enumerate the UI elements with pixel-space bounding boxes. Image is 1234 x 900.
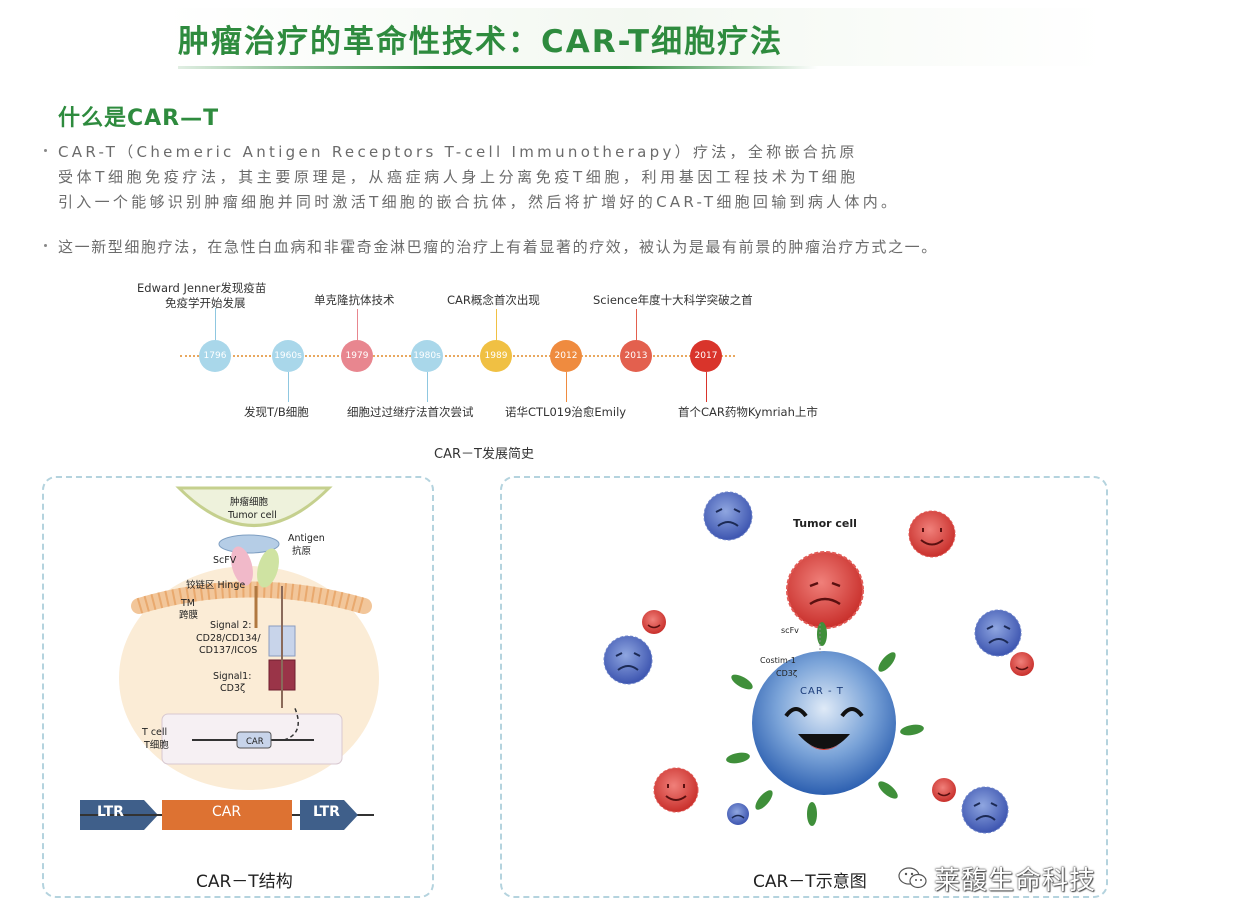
wechat-icon bbox=[898, 867, 927, 889]
tumor-cell-happy-red bbox=[908, 510, 956, 558]
timeline-node-1979: 1979 bbox=[341, 340, 373, 372]
timeline-stem bbox=[288, 372, 289, 402]
construct-ltr-right: LTR bbox=[313, 804, 340, 820]
label-antigen-cn: 抗原 bbox=[292, 546, 312, 557]
timeline-event-label: CAR概念首次出现 bbox=[447, 293, 540, 307]
timeline-node-1980s: 1980s bbox=[411, 340, 443, 372]
timeline-stem bbox=[427, 372, 428, 402]
target-tumor-cell bbox=[786, 551, 864, 629]
car-gene-box bbox=[236, 731, 272, 749]
timeline-stem bbox=[357, 309, 358, 341]
timeline-node-1796: 1796 bbox=[199, 340, 231, 372]
label-costim: Costim-1 bbox=[760, 656, 796, 665]
timeline-stem bbox=[496, 309, 497, 341]
intro-line-2: 受体T细胞免疫疗法，其主要原理是，从癌症病人身上分离免疫T细胞，利用基因工程技术… bbox=[58, 168, 859, 186]
bullet-dot bbox=[44, 244, 47, 247]
watermark-text: 莱馥生命科技 bbox=[934, 866, 1097, 896]
timeline-event-label: Science年度十大科学突破之首 bbox=[593, 293, 753, 307]
intro-line-1: CAR-T（Chemeric Antigen Receptors T-cell … bbox=[58, 143, 858, 161]
tumor-cell-sad-blue bbox=[974, 609, 1022, 657]
bullet-dot bbox=[44, 149, 47, 152]
label-tumor-en: Tumor cell bbox=[228, 510, 277, 521]
ltr-right-shape bbox=[300, 800, 358, 830]
timeline-event-label: 诺华CTL019治愈Emily bbox=[505, 405, 627, 419]
label-scfv-schematic: scFv bbox=[781, 626, 799, 635]
timeline-event-label: 单克隆抗体技术 bbox=[314, 293, 395, 307]
timeline-node-1989: 1989 bbox=[480, 340, 512, 372]
title-underline bbox=[178, 66, 818, 69]
label-tcell-en: T cell bbox=[142, 727, 168, 738]
car-t-cell bbox=[752, 651, 896, 795]
label-signal2-line1: Signal 2: bbox=[210, 620, 252, 631]
label-tumor-cell: Tumor cell bbox=[793, 517, 857, 530]
car-receptors bbox=[726, 622, 924, 826]
label-cd3: CD3ζ bbox=[776, 669, 798, 678]
label-signal2-line3: CD137/ICOS bbox=[199, 645, 258, 656]
car-t-schematic-panel bbox=[500, 476, 1108, 898]
label-tumor-cn: 肿瘤细胞 bbox=[230, 497, 269, 508]
timeline-node-2012: 2012 bbox=[550, 340, 582, 372]
tumor-cell-sad-blue bbox=[703, 491, 753, 541]
timeline-caption: CAR－T发展简史 bbox=[434, 447, 534, 462]
schematic-caption: CAR－T示意图 bbox=[753, 872, 867, 892]
car-t-structure-panel bbox=[42, 476, 434, 898]
scfv-light bbox=[231, 546, 253, 586]
construct-car: CAR bbox=[212, 804, 242, 820]
label-signal1-line2: CD3ζ bbox=[220, 683, 246, 694]
timeline-node-2017: 2017 bbox=[690, 340, 722, 372]
timeline-stem bbox=[706, 372, 707, 402]
section-heading: 什么是CAR—T bbox=[58, 106, 220, 131]
membrane-beads bbox=[136, 581, 367, 614]
timeline-stem bbox=[566, 372, 567, 402]
tumor-cell-happy-red-small bbox=[932, 778, 956, 802]
tumor-cell-sad-blue bbox=[961, 786, 1009, 834]
timeline-event-label: Edward Jenner发现疫苗 bbox=[137, 281, 267, 295]
timeline-stem bbox=[215, 308, 216, 341]
expression-arrow bbox=[283, 705, 299, 741]
timeline-event-label: 首个CAR药物Kymriah上市 bbox=[678, 405, 818, 419]
label-car-t-cell: CAR - T bbox=[800, 686, 844, 697]
label-tm-en: TM bbox=[181, 598, 195, 609]
label-antigen-en: Antigen bbox=[288, 533, 325, 544]
timeline-event-label: 发现T/B细胞 bbox=[244, 405, 309, 419]
intro-line-3: 引入一个能够识别肿瘤细胞并同时激活T细胞的嵌合抗体，然后将扩增好的CAR-T细胞… bbox=[58, 193, 900, 211]
timeline-axis bbox=[180, 355, 735, 357]
construct-ltr-left: LTR bbox=[97, 804, 124, 820]
title-band bbox=[165, 8, 1105, 66]
car-t-structure-diagram bbox=[80, 486, 379, 830]
timeline-event-label: 免疫学开始发展 bbox=[165, 296, 246, 310]
label-tm-cn: 跨膜 bbox=[179, 610, 199, 621]
label-signal1-line1: Signal1: bbox=[213, 671, 252, 682]
label-scfv: ScFV bbox=[213, 555, 237, 566]
tumor-cell-happy-red-small bbox=[1010, 652, 1034, 676]
structure-caption: CAR－T结构 bbox=[196, 872, 293, 892]
timeline-event-label: 细胞过过继疗法首次尝试 bbox=[347, 405, 474, 419]
timeline-node-2013: 2013 bbox=[620, 340, 652, 372]
car-construct-shape bbox=[162, 800, 292, 830]
label-hinge: 铰链区 Hinge bbox=[186, 580, 246, 591]
tumor-cell bbox=[175, 486, 333, 527]
tumor-cell-sad-blue bbox=[603, 635, 653, 685]
intro-note: 这一新型细胞疗法，在急性白血病和非霍奇金淋巴瘤的治疗上有着显著的疗效，被认为是最… bbox=[58, 238, 938, 256]
page-title: 肿瘤治疗的革命性技术：CAR-T细胞疗法 bbox=[178, 24, 784, 60]
timeline-stem bbox=[636, 309, 637, 341]
tumor-cell-happy-red bbox=[653, 767, 699, 813]
label-car-gene: CAR bbox=[246, 737, 264, 747]
label-tcell-cn: T细胞 bbox=[144, 740, 169, 751]
label-signal2-line2: CD28/CD134/ bbox=[196, 633, 261, 644]
scfv-heavy bbox=[257, 548, 279, 588]
timeline-node-1960s: 1960s bbox=[272, 340, 304, 372]
tumor-cell-sad-blue-small bbox=[727, 803, 749, 825]
tumor-cell-happy-red-small bbox=[642, 610, 666, 634]
car-t-schematic-diagram bbox=[603, 491, 1034, 834]
antigen bbox=[218, 534, 280, 554]
